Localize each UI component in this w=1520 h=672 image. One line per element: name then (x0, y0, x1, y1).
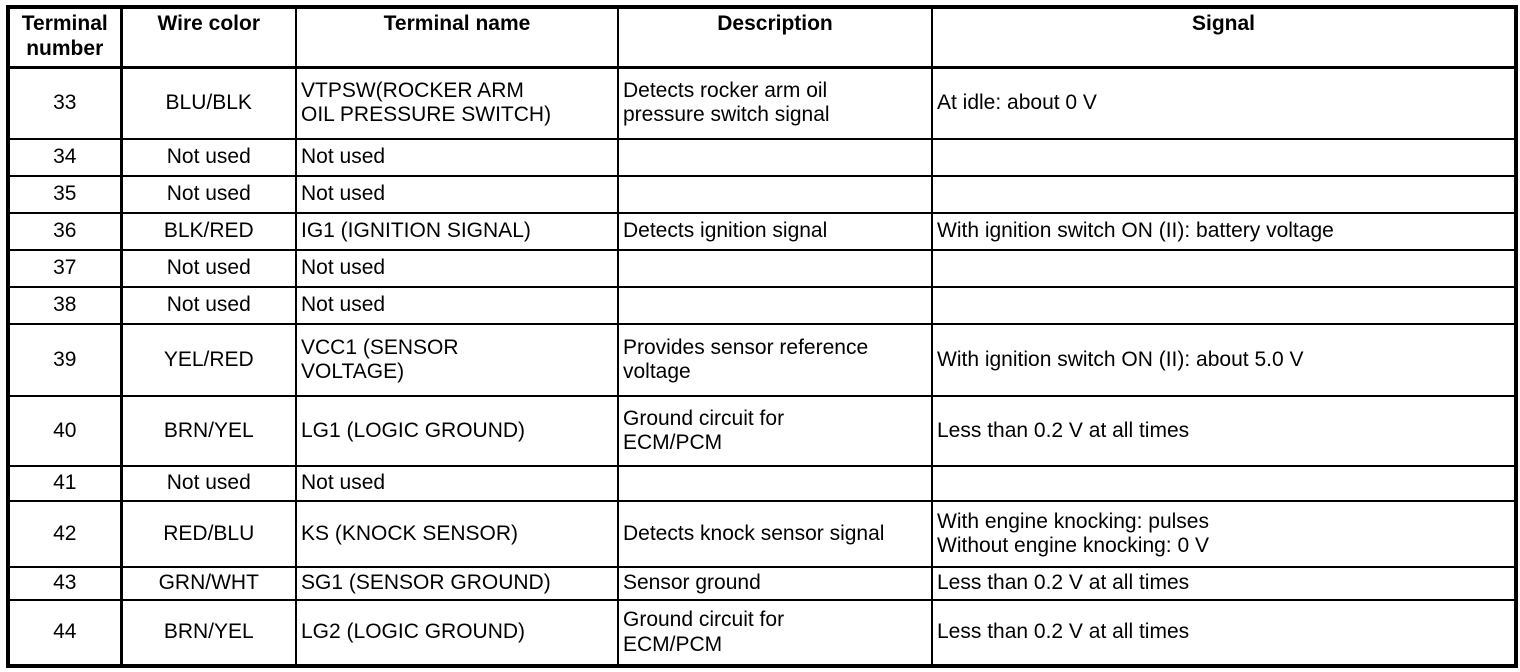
table-body: 33 BLU/BLK VTPSW(ROCKER ARM OIL PRESSURE… (7, 66, 1517, 667)
cell-description: Ground circuit for ECM/PCM (617, 395, 933, 467)
cell-terminal-number: 38 (7, 286, 123, 325)
cell-wire-color: YEL/RED (120, 323, 297, 397)
column-header-description: Description (617, 6, 933, 69)
cell-terminal-number: 33 (7, 66, 123, 140)
cell-terminal-name: Not used (295, 175, 619, 214)
table-row: 38 Not used Not used (7, 286, 1517, 325)
cell-terminal-name: VTPSW(ROCKER ARM OIL PRESSURE SWITCH) (295, 66, 619, 140)
column-header-terminal-number: Terminal number (7, 6, 123, 69)
cell-wire-color: GRN/WHT (120, 566, 297, 601)
cell-description: Detects ignition signal (617, 212, 933, 251)
cell-signal: Less than 0.2 V at all times (931, 566, 1517, 601)
cell-terminal-number: 40 (7, 395, 123, 467)
table-row: 36 BLK/RED IG1 (IGNITION SIGNAL) Detects… (7, 212, 1517, 251)
cell-terminal-number: 37 (7, 249, 123, 288)
cell-wire-color: Not used (120, 175, 297, 214)
cell-terminal-name: Not used (295, 286, 619, 325)
cell-terminal-name: VCC1 (SENSOR VOLTAGE) (295, 323, 619, 397)
column-header-wire-color: Wire color (120, 6, 297, 69)
cell-description: Detects knock sensor signal (617, 500, 933, 568)
table-row: 42 RED/BLU KS (KNOCK SENSOR) Detects kno… (7, 500, 1517, 568)
cell-terminal-name: Not used (295, 138, 619, 177)
cell-terminal-name: KS (KNOCK SENSOR) (295, 500, 619, 568)
table-row: 39 YEL/RED VCC1 (SENSOR VOLTAGE) Provide… (7, 323, 1517, 397)
column-header-terminal-name: Terminal name (295, 6, 619, 69)
cell-terminal-number: 39 (7, 323, 123, 397)
cell-terminal-number: 43 (7, 566, 123, 601)
cell-terminal-number: 35 (7, 175, 123, 214)
cell-signal (931, 249, 1517, 288)
cell-terminal-name: Not used (295, 465, 619, 502)
cell-terminal-number: 44 (7, 599, 123, 667)
cell-description: Sensor ground (617, 566, 933, 601)
cell-terminal-name: IG1 (IGNITION SIGNAL) (295, 212, 619, 251)
table-row: 34 Not used Not used (7, 138, 1517, 177)
cell-wire-color: Not used (120, 249, 297, 288)
cell-wire-color: BLU/BLK (120, 66, 297, 140)
cell-description (617, 175, 933, 214)
table-row: 44 BRN/YEL LG2 (LOGIC GROUND) Ground cir… (7, 599, 1517, 667)
table-row: 35 Not used Not used (7, 175, 1517, 214)
header-row: Terminal number Wire color Terminal name… (7, 6, 1517, 69)
cell-wire-color: Not used (120, 465, 297, 502)
table-row: 43 GRN/WHT SG1 (SENSOR GROUND) Sensor gr… (7, 566, 1517, 601)
cell-terminal-number: 36 (7, 212, 123, 251)
cell-terminal-number: 34 (7, 138, 123, 177)
table-row: 41 Not used Not used (7, 465, 1517, 502)
cell-description (617, 286, 933, 325)
cell-signal (931, 175, 1517, 214)
cell-wire-color: BRN/YEL (120, 599, 297, 667)
cell-terminal-name: SG1 (SENSOR GROUND) (295, 566, 619, 601)
cell-signal: Less than 0.2 V at all times (931, 395, 1517, 467)
ecm-terminal-table: Terminal number Wire color Terminal name… (6, 5, 1518, 668)
cell-signal (931, 138, 1517, 177)
cell-terminal-number: 42 (7, 500, 123, 568)
cell-signal: Less than 0.2 V at all times (931, 599, 1517, 667)
cell-description: Detects rocker arm oil pressure switch s… (617, 66, 933, 140)
cell-signal (931, 465, 1517, 502)
cell-signal: At idle: about 0 V (931, 66, 1517, 140)
table-row: 37 Not used Not used (7, 249, 1517, 288)
table-row: 33 BLU/BLK VTPSW(ROCKER ARM OIL PRESSURE… (7, 66, 1517, 140)
cell-terminal-name: Not used (295, 249, 619, 288)
cell-description (617, 138, 933, 177)
cell-terminal-name: LG1 (LOGIC GROUND) (295, 395, 619, 467)
cell-wire-color: Not used (120, 286, 297, 325)
cell-signal: With engine knocking: pulses Without eng… (931, 500, 1517, 568)
table-row: 40 BRN/YEL LG1 (LOGIC GROUND) Ground cir… (7, 395, 1517, 467)
cell-signal: With ignition switch ON (II): about 5.0 … (931, 323, 1517, 397)
cell-description (617, 465, 933, 502)
column-header-signal: Signal (931, 6, 1517, 69)
cell-wire-color: BLK/RED (120, 212, 297, 251)
cell-description: Provides sensor reference voltage (617, 323, 933, 397)
cell-terminal-name: LG2 (LOGIC GROUND) (295, 599, 619, 667)
cell-wire-color: RED/BLU (120, 500, 297, 568)
cell-signal (931, 286, 1517, 325)
cell-description (617, 249, 933, 288)
cell-description: Ground circuit for ECM/PCM (617, 599, 933, 667)
cell-terminal-number: 41 (7, 465, 123, 502)
cell-wire-color: Not used (120, 138, 297, 177)
cell-signal: With ignition switch ON (II): battery vo… (931, 212, 1517, 251)
cell-wire-color: BRN/YEL (120, 395, 297, 467)
